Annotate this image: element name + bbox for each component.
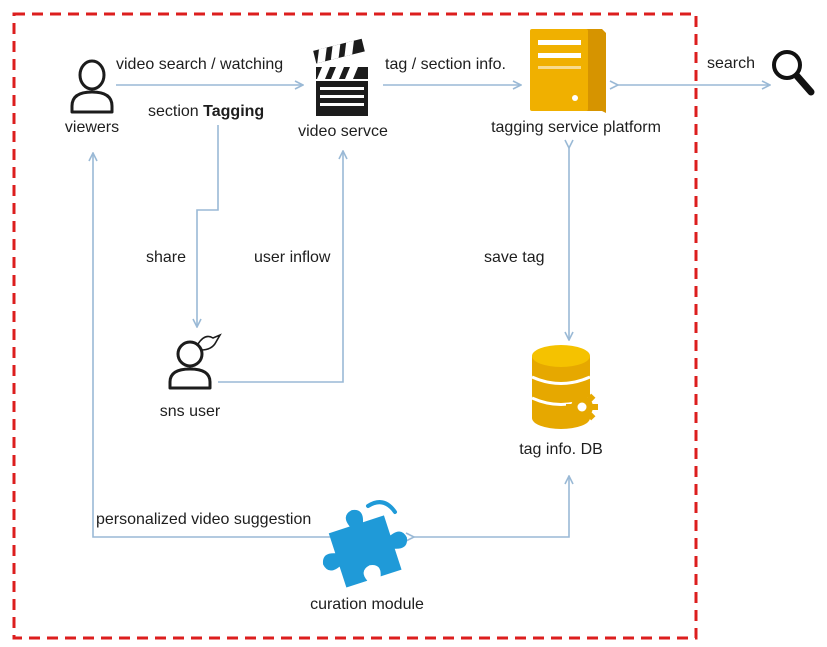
edge-label-save-tag: save tag xyxy=(484,249,545,266)
edge-curation-db xyxy=(414,476,569,537)
edge-label-tag-section: tag / section info. xyxy=(385,56,506,73)
server-icon xyxy=(530,29,606,113)
tagging-platform-label: tagging service platform xyxy=(491,119,661,136)
magnifier-icon xyxy=(772,50,815,96)
tagging-word: Tagging xyxy=(203,103,265,120)
curation-module-label: curation module xyxy=(310,596,424,613)
edge-section-tagging-to-sns xyxy=(197,125,219,327)
sns-user-label: sns user xyxy=(159,403,221,420)
edge-sns-to-video xyxy=(218,151,343,383)
edge-curation-to-viewers xyxy=(93,153,330,538)
edge-label-user-inflow: user inflow xyxy=(254,249,331,266)
person-icon xyxy=(70,59,114,114)
video-service-label: video servce xyxy=(298,123,388,140)
database-gear-icon xyxy=(531,345,598,429)
sns-person-icon xyxy=(168,333,222,390)
puzzle-icon xyxy=(322,500,408,588)
section-word: section xyxy=(148,103,199,120)
edge-label-personalized: personalized video suggestion xyxy=(96,511,312,528)
edge-label-video-search: video search / watching xyxy=(116,56,284,73)
edge-label-section-tagging: section Tagging xyxy=(148,104,264,120)
system-boundary xyxy=(12,12,698,640)
tag-db-label: tag info. DB xyxy=(519,441,603,458)
search-label: search xyxy=(707,55,756,72)
viewers-label: viewers xyxy=(64,119,120,136)
clapperboard-icon xyxy=(313,38,368,116)
edge-label-share: share xyxy=(146,249,187,266)
